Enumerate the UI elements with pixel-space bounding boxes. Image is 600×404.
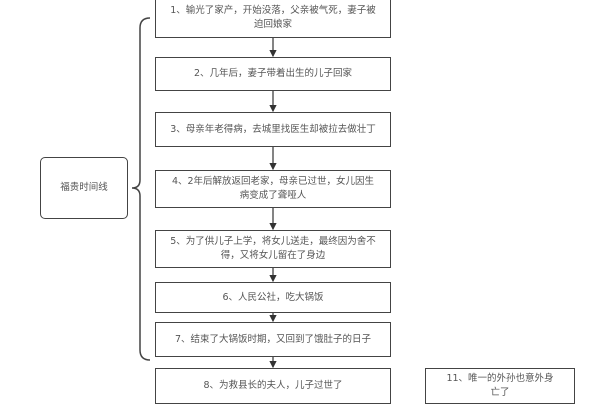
root-label: 福贵时间线 [60,182,108,193]
event-node-4: 4、2年后解放返回老家，母亲已过世，女儿因生病变成了聋哑人 [155,170,391,208]
event-node-3: 3、母亲年老得病，去城里找医生却被拉去做壮丁 [155,112,391,147]
event-node-5: 5、为了供儿子上学，将女儿送走，最终因为舍不得，又将女儿留在了身边 [155,230,391,268]
event-node-11: 11、唯一的外孙也意外身亡了 [425,368,575,404]
event-label: 3、母亲年老得病，去城里找医生却被拉去做壮丁 [170,123,376,135]
event-label: 7、结束了大锅饭时期，又回到了饿肚子的日子 [174,333,372,345]
event-label: 11、唯一的外孙也意外身亡了 [446,373,554,398]
event-label: 4、2年后解放返回老家，母亲已过世，女儿因生病变成了聋哑人 [171,176,375,201]
brace [131,17,151,361]
event-node-8: 8、为救县长的夫人，儿子过世了 [155,368,391,404]
timeline-root-node: 福贵时间线 [40,157,128,219]
event-node-6: 6、人民公社，吃大锅饭 [155,282,391,313]
event-label: 8、为救县长的夫人，儿子过世了 [203,380,343,391]
event-node-2: 2、几年后，妻子带着出生的儿子回家 [155,57,391,91]
event-node-1: 1、输光了家产，开始没落，父亲被气死，妻子被迫回娘家 [155,0,391,38]
event-label: 6、人民公社，吃大锅饭 [222,291,324,303]
event-label: 1、输光了家产，开始没落，父亲被气死，妻子被迫回娘家 [170,5,376,30]
event-node-7: 7、结束了大锅饭时期，又回到了饿肚子的日子 [155,322,391,357]
event-label: 5、为了供儿子上学，将女儿送走，最终因为舍不得，又将女儿留在了身边 [170,236,376,261]
event-label: 2、几年后，妻子带着出生的儿子回家 [193,68,353,79]
